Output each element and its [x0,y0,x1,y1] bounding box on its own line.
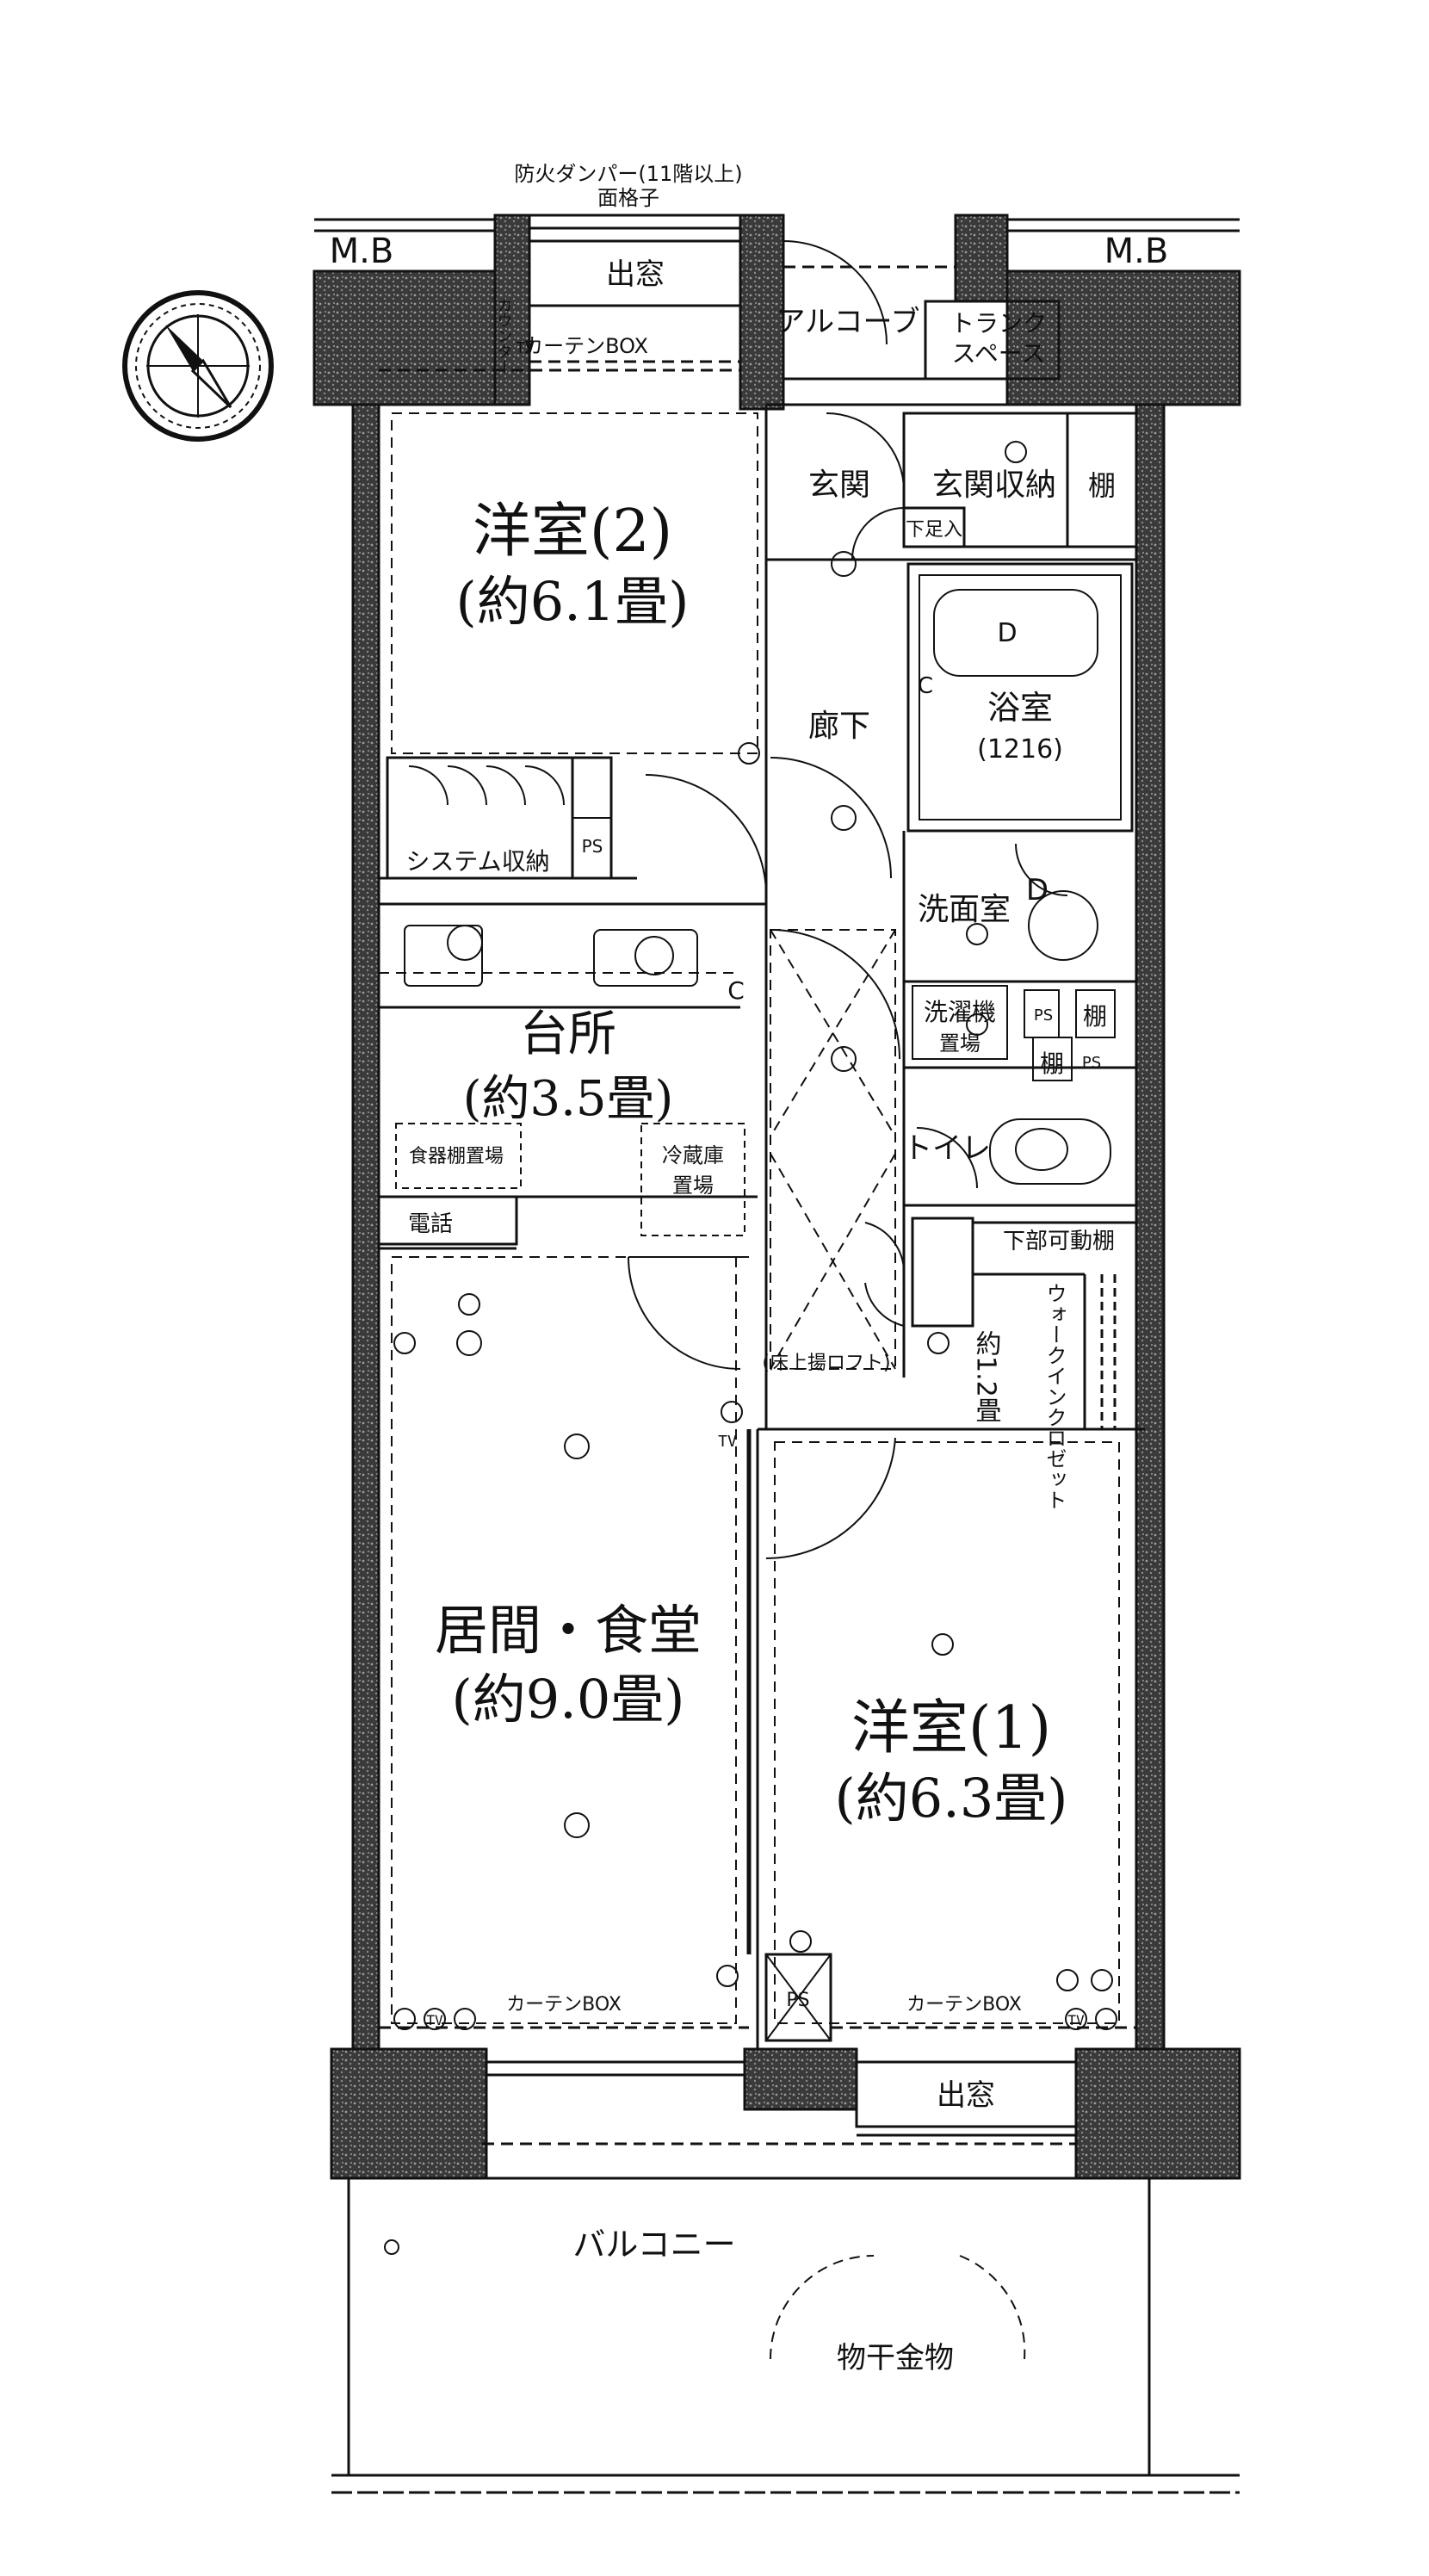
trunk-line2: スペース [952,339,1046,368]
curtain-box-living: カーテンBOX [506,1994,622,2016]
dish-shelf-label: 食器棚置場 [409,1146,504,1167]
room-western2-name: 洋室(2) [473,498,672,566]
hallway-label: 廊下 [808,709,870,744]
balcony-label: バルコニー [572,2226,735,2263]
tv-label-2: TV [718,1433,737,1451]
counter-label: カウンター [495,297,513,375]
d-label-bath: D [997,618,1017,648]
ps-label-toilet: PS [1082,1054,1101,1072]
system-storage-label: システム収納 [405,847,549,876]
d-label-wash: D [1026,873,1049,907]
tv-label-4: TV [1067,2012,1085,2028]
lower-shelf-label: 下部可動棚 [1003,1229,1115,1254]
washer-line2: 置場 [939,1031,981,1056]
top-note-line1: 防火ダンパー(11階以上) [514,162,742,186]
drying-rack-label: 物干金物 [837,2341,954,2375]
bay-window-bottom-label: 出窓 [937,2078,995,2113]
washroom-label: 洗面室 [918,892,1011,927]
shelf-label-wash1: 棚 [1083,1002,1107,1031]
tv-label-3: TV [426,2012,443,2028]
tv-label-1: TV [516,339,535,357]
alcove-label: アルコーブ [776,305,920,339]
washer-line1: 洗濯機 [924,998,996,1026]
trunk-line1: トランク [950,309,1047,337]
entrance-label: 玄関 [808,468,870,503]
walkin-label: ウォークインクロゼット [1042,1283,1067,1510]
room-western2-size: (約6.1畳) [456,570,690,633]
c-label-bath: C [918,673,933,699]
room-living-name: 居間・食堂 [435,1599,702,1662]
room-kitchen-size: (約3.5畳) [463,1071,674,1127]
fridge-line1: 冷蔵庫 [662,1143,724,1167]
room-kitchen-name: 台所 [520,1006,616,1062]
partitions [377,403,1145,2049]
walkin-size: 約1.2畳 [971,1330,1001,1423]
fridge-line2: 置場 [672,1173,714,1198]
curtain-box-right: カーテンBOX [906,1994,1022,2016]
c-label-kitchen: C [727,976,745,1005]
mb-left-label: M.B [330,232,394,271]
ps-label-bottom: PS [786,1990,809,2011]
mb-right-label: M.B [1104,232,1169,271]
entrance-storage-label: 玄関収納 [932,468,1056,503]
loft-label: (床上揚ロフト) [762,1353,890,1374]
room-western1-name: 洋室(1) [851,1694,1051,1762]
bay-window-top-label: 出窓 [606,257,665,292]
shoe-in-label: 下足入 [906,519,962,541]
shelf-label-entrance: 棚 [1088,469,1116,502]
phone-label: 電話 [408,1211,453,1237]
shelf-label-wash2: 棚 [1040,1050,1064,1078]
bath-name: 浴室 [987,689,1053,727]
bath-size: (1216) [977,734,1063,765]
room-western1-size: (約6.3畳) [835,1767,1068,1830]
toilet-label: トイレ [903,1131,991,1166]
room-living-size: (約9.0畳) [452,1668,685,1731]
top-note-line2: 面格子 [597,186,659,210]
ps-label-storage: PS [582,836,603,857]
curtain-box-top: カーテンBOX [523,334,648,358]
compass-icon [122,290,274,442]
light-fixtures [393,441,1117,2030]
ps-label-wash: PS [1034,1006,1053,1025]
